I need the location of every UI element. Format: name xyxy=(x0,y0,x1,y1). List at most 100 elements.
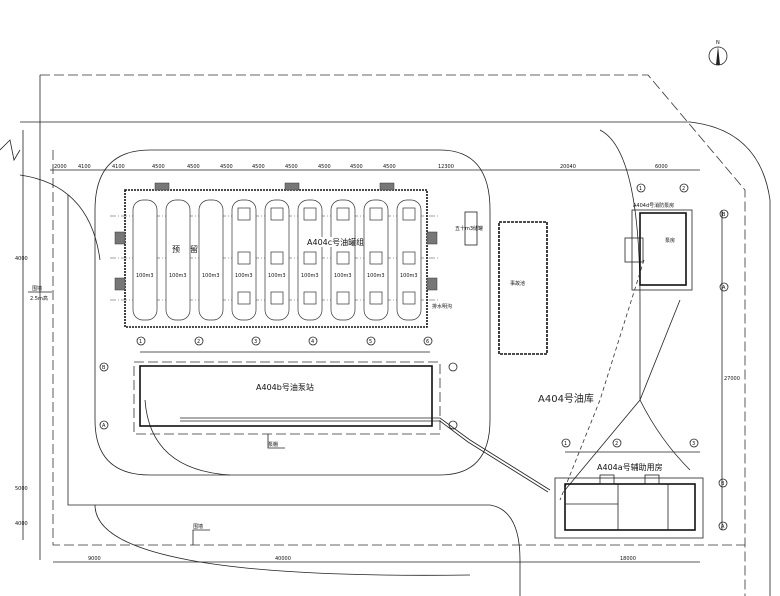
tank-capacity: 100m3 xyxy=(202,273,220,279)
dimension-label: 20040 xyxy=(560,164,576,170)
tank: 100m3 xyxy=(231,199,257,321)
axis-number: 3 xyxy=(692,441,695,447)
dimension-label: 18000 xyxy=(620,556,636,562)
dimension-label: 4500 xyxy=(285,164,298,170)
axis-letter: A xyxy=(102,423,106,429)
dimension-label: 4100 xyxy=(78,164,91,170)
valve-box xyxy=(379,182,395,191)
site-boundary xyxy=(0,74,771,596)
pool xyxy=(498,221,548,355)
valve-box xyxy=(284,182,300,191)
axis-number: 2 xyxy=(197,339,200,345)
auxiliary-building-label: A404a号辅助用房 xyxy=(597,462,663,472)
dimension-label: 4500 xyxy=(383,164,396,170)
stair xyxy=(114,231,126,245)
right-dimension-line: 27000 xyxy=(721,210,740,530)
axis-number: 1 xyxy=(639,186,642,192)
tank-farm-label: A404c号油罐组 xyxy=(307,237,364,247)
small-tank-label: 五十m3储罐 xyxy=(455,225,483,232)
axis-letter: B xyxy=(102,365,106,371)
axis-number: 1 xyxy=(564,441,567,447)
top-right-building: 1 2 B A A404d号消防泵房 泵房 xyxy=(559,183,729,501)
dimension-label: 27000 xyxy=(724,376,740,382)
fence-label: 围墙 xyxy=(32,285,42,292)
axis-number: 2 xyxy=(615,441,618,447)
axis-marker xyxy=(251,336,261,346)
axis-letter: A xyxy=(722,285,726,291)
tank-capacity: 100m3 xyxy=(367,273,385,279)
road-curve-inner xyxy=(144,399,231,476)
tank-capacity: 100m3 xyxy=(235,273,253,279)
road-loop xyxy=(94,149,491,476)
axis-letter: A xyxy=(721,524,725,530)
valve-box xyxy=(154,182,170,191)
axis-marker xyxy=(194,336,204,346)
dimension-label: 4500 xyxy=(252,164,265,170)
dimension-label: 5000 xyxy=(15,486,28,492)
auxiliary-building-a404a: 1 2 3 B A A404a号辅助用房 xyxy=(554,438,728,539)
fence-height-label: 2.5m高 xyxy=(30,295,48,302)
tank-capacity: 100m3 xyxy=(169,273,187,279)
road-curve xyxy=(19,174,101,261)
left-dimension-line: 4000 5000 4000 xyxy=(15,130,28,540)
dimension-label: 9000 xyxy=(88,556,101,562)
tank-capacity: 100m3 xyxy=(136,273,154,279)
dimension-label: 4100 xyxy=(112,164,125,170)
dimension-label: 4500 xyxy=(152,164,165,170)
tank-capacity: 100m3 xyxy=(268,273,286,279)
tank: 100m3 xyxy=(396,199,422,321)
north-arrow-icon: N xyxy=(708,40,728,66)
axis-marker xyxy=(366,336,376,346)
stair xyxy=(426,231,438,245)
stair xyxy=(426,277,438,291)
pump-room-label: 泵房 xyxy=(665,237,675,244)
dimension-label: 4500 xyxy=(350,164,363,170)
tank-capacity: 100m3 xyxy=(400,273,418,279)
wall-label-bottom: 围墙 xyxy=(193,523,203,530)
tank: 100m3 xyxy=(330,199,356,321)
pool-label: 事故池 xyxy=(510,280,525,287)
axis-marker xyxy=(423,336,433,346)
axis-number: 5 xyxy=(369,339,372,345)
pump-station-label: A404b号油泵站 xyxy=(256,382,314,392)
site-label: A404号油库 xyxy=(538,392,594,405)
dimension-label: 4000 xyxy=(15,256,28,262)
top-dimension-line: 2000 4100 4100 4500 4500 4500 4500 4500 … xyxy=(50,164,700,171)
tank: 100m3 xyxy=(297,199,323,321)
tank: 100m3 xyxy=(264,199,290,321)
pump-shed-label: 泵棚 xyxy=(268,441,278,448)
axis-number: 2 xyxy=(682,186,685,192)
axis-number: 4 xyxy=(311,339,314,345)
road-right xyxy=(599,129,691,471)
stair xyxy=(114,277,126,291)
tank-capacity: 100m3 xyxy=(334,273,352,279)
axis-marker xyxy=(308,336,318,346)
dimension-label: 4500 xyxy=(187,164,200,170)
dimension-label: 2000 xyxy=(54,164,67,170)
tank: 100m3 xyxy=(363,199,389,321)
dimension-label: 6000 xyxy=(655,164,668,170)
axis-number: 1 xyxy=(139,339,142,345)
north-label: N xyxy=(716,40,720,46)
bottom-dimension-line: 9000 40000 18000 xyxy=(53,556,700,563)
reserved-label: 留 xyxy=(190,244,198,254)
dimension-label: 4500 xyxy=(220,164,233,170)
axis-number: 3 xyxy=(254,339,257,345)
dimension-label: 12300 xyxy=(438,164,454,170)
axis-letter: B xyxy=(722,212,726,218)
tank-capacity: 100m3 xyxy=(301,273,319,279)
axis-letter: B xyxy=(721,481,725,487)
dimension-label: 40000 xyxy=(275,556,291,562)
dimension-label: 4000 xyxy=(15,521,28,527)
drain-label: 排水明沟 xyxy=(432,303,452,310)
dimension-label: 4500 xyxy=(318,164,331,170)
small-tank xyxy=(464,211,478,246)
tank: 100m3 留 xyxy=(190,199,224,321)
pump-station-a404b: 1 2 3 4 5 6 B A A404b号油泵站 泵棚 xyxy=(99,336,551,493)
tank: 100m3 xyxy=(132,199,158,321)
top-right-building-label: A404d号消防泵房 xyxy=(633,202,674,209)
axis-number: 6 xyxy=(426,339,429,345)
